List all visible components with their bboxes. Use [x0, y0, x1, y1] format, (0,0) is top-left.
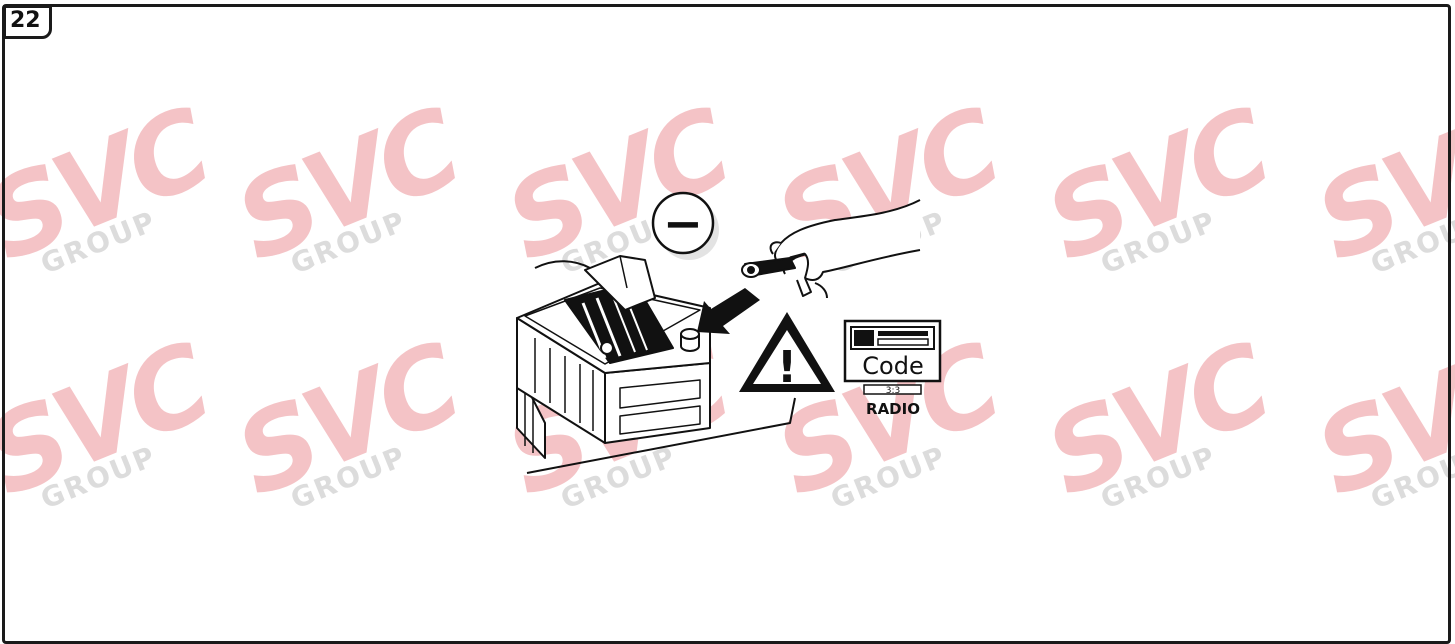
negative-terminal-icon — [681, 329, 699, 351]
battery-disconnect-illustration: − ! Code — [505, 188, 950, 478]
warning-triangle-icon: ! — [739, 312, 835, 393]
hand-icon — [742, 200, 920, 298]
page-number: 22 — [3, 5, 52, 39]
svg-text:3:3: 3:3 — [886, 386, 900, 396]
svg-text:−: − — [663, 196, 703, 252]
svg-text:!: ! — [777, 342, 797, 393]
minus-badge: − — [653, 193, 719, 260]
arrow-icon — [697, 288, 760, 334]
svg-text:Code: Code — [862, 352, 923, 380]
battery-icon — [517, 256, 795, 473]
svg-text:RADIO: RADIO — [866, 400, 920, 418]
radio-icon: Code 3:3 RADIO — [845, 321, 940, 418]
